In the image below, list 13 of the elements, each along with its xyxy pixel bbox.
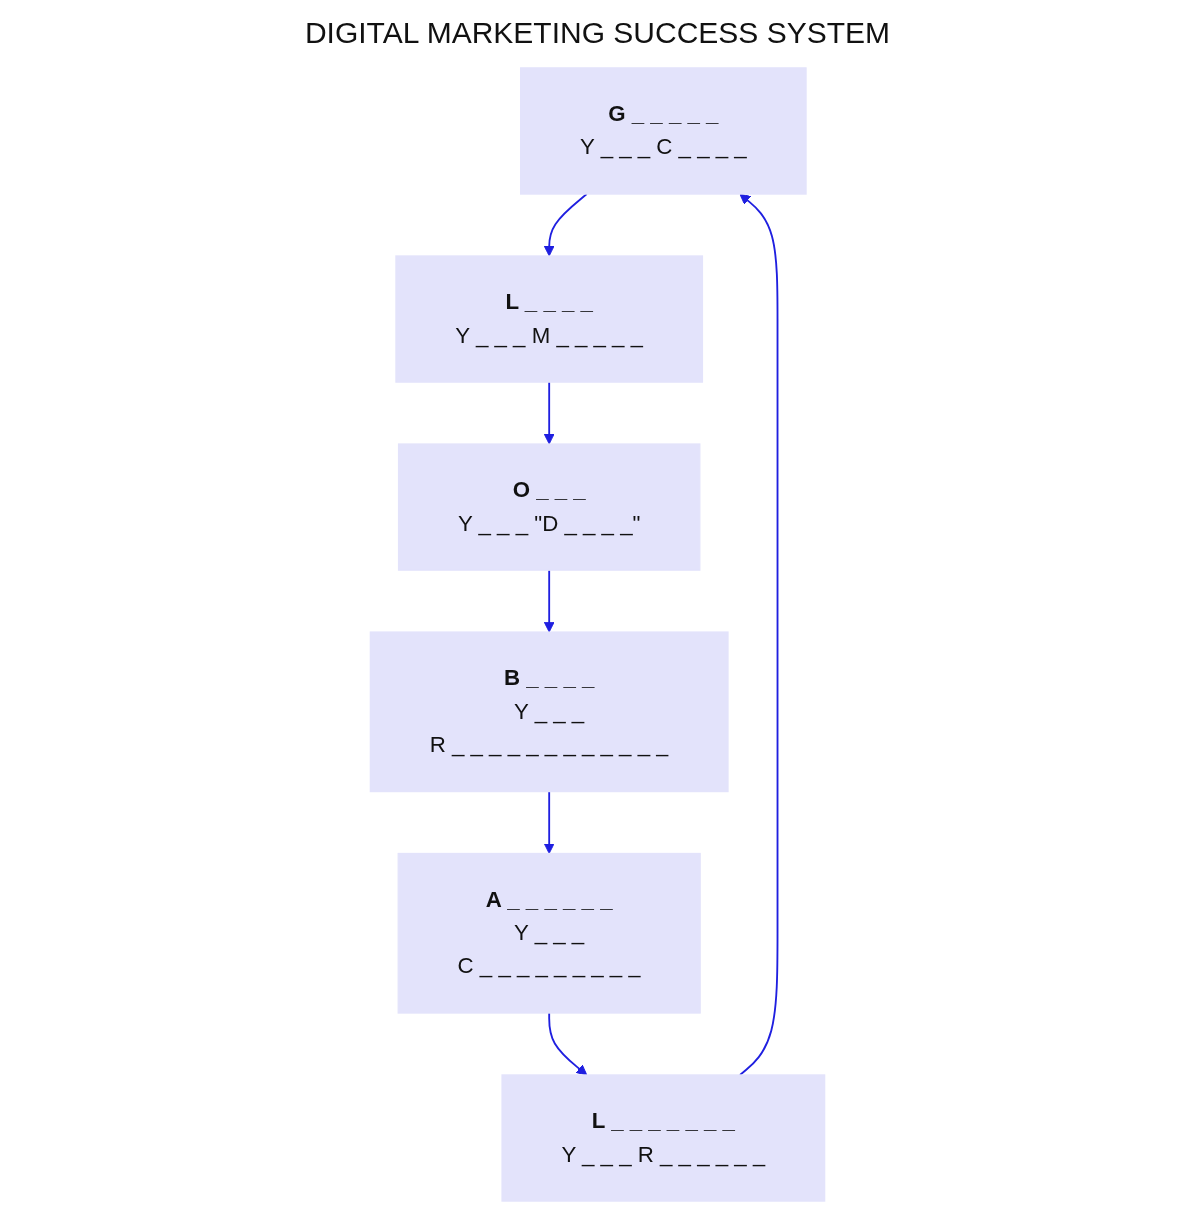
- diagram-title: DIGITAL MARKETING SUCCESS SYSTEM: [304, 16, 891, 50]
- node-box: L _ _ _ _ _ _ _ Y _ _ _ R _ _ _ _ _ _: [501, 1074, 826, 1202]
- arrow: [543, 193, 588, 257]
- node-box: L _ _ _ _ Y _ _ _ M _ _ _ _ _: [395, 255, 704, 383]
- arrow: [543, 569, 555, 633]
- arrow: [548, 1012, 588, 1076]
- arrow: [543, 790, 555, 854]
- arrow: [739, 193, 779, 1076]
- arrow: [543, 381, 555, 445]
- node-box: B _ _ _ _ Y _ _ _ R _ _ _ _ _ _ _ _ _ _ _ _: [369, 631, 729, 793]
- node-box: O _ _ _ Y _ _ _ "D _ _ _ _": [397, 443, 701, 571]
- node-box: G _ _ _ _ _ Y _ _ _ C _ _ _ _: [520, 67, 807, 195]
- node-box: A _ _ _ _ _ _ Y _ _ _ C _ _ _ _ _ _ _ _ _: [397, 852, 701, 1014]
